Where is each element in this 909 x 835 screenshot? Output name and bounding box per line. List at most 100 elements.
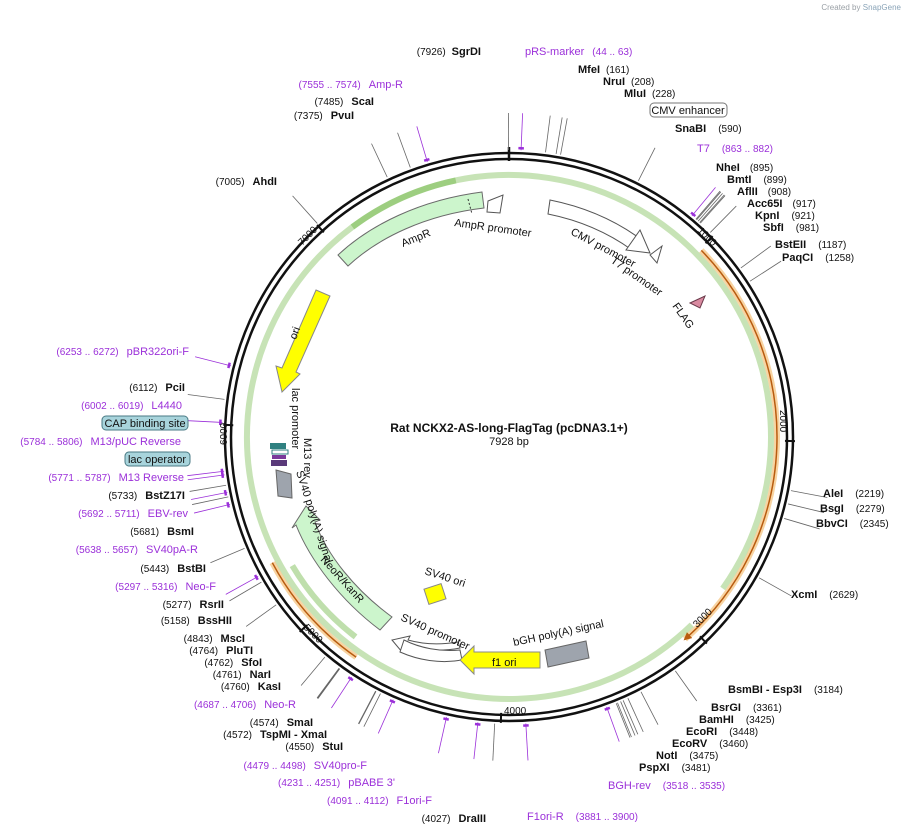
site-nhei: NheI xyxy=(716,162,740,174)
site-leader-21 xyxy=(620,701,636,736)
svg-text:BsrGI(3361): BsrGI(3361) xyxy=(711,702,782,714)
primer-leader-0 xyxy=(520,113,524,151)
svg-text:(4574)SmaI: (4574)SmaI xyxy=(250,717,313,729)
svg-text:AflII(908): AflII(908) xyxy=(737,186,791,198)
site-leader-16 xyxy=(758,577,792,597)
primer-mark-5 xyxy=(443,717,450,721)
tick-label-1000: 1000 xyxy=(695,225,719,249)
site-bamhi: BamHI xyxy=(699,714,734,726)
primer-mark-12 xyxy=(220,468,224,475)
site-leader-41 xyxy=(397,132,411,168)
cap-binding-site-label: CAP binding site xyxy=(104,418,185,430)
svg-text:PspXI(3481): PspXI(3481) xyxy=(639,762,710,774)
site-bsshii: BssHII xyxy=(198,615,232,627)
tick-7000 xyxy=(316,224,325,234)
neor-orf-arc-halo xyxy=(289,564,358,640)
credit-prefix: Created by xyxy=(821,3,861,12)
site-pcii: PciI xyxy=(165,382,185,394)
svg-text:(4027)DraIII: (4027)DraIII xyxy=(422,813,486,825)
site-leader-11 xyxy=(740,245,772,269)
primer-mark-9 xyxy=(226,501,230,508)
svg-text:(4479 .. 4498)SV40pro-F: (4479 .. 4498)SV40pro-F xyxy=(244,760,368,772)
flag-tag-arrow xyxy=(688,295,706,309)
svg-text:BsgI(2279): BsgI(2279) xyxy=(820,503,885,515)
flag-label: FLAG xyxy=(670,301,696,331)
svg-text:(7485)ScaI: (7485)ScaI xyxy=(314,96,374,108)
site-sbfi: SbfI xyxy=(763,222,784,234)
site-leader-23 xyxy=(615,703,631,738)
svg-text:(4761)NarI: (4761)NarI xyxy=(213,669,271,681)
site-leader-26 xyxy=(358,691,377,725)
primer-marks xyxy=(218,146,697,727)
primer-m13-puc-reverse: M13/pUC Reverse xyxy=(91,436,181,448)
svg-text:(5638 .. 5657)SV40pA-R: (5638 .. 5657)SV40pA-R xyxy=(76,544,198,556)
snapgene-logo: SnapGene xyxy=(862,3,901,12)
site-aflii: AflII xyxy=(737,186,758,198)
plasmid-name: Rat NCKX2-AS-long-FlagTag (pcDNA3.1+) xyxy=(390,421,627,435)
primer-leader-6 xyxy=(377,699,394,734)
snapgene-credit: Created by SnapGene xyxy=(821,3,901,12)
site-bstz17i: BstZ17I xyxy=(145,490,185,502)
tick-label-2000: 2000 xyxy=(777,410,788,433)
primer-leader-4 xyxy=(473,722,479,760)
site-bsteii: BstEII xyxy=(775,239,806,251)
primer-leader-9 xyxy=(193,503,231,514)
lac-promoter-label: lac promoter xyxy=(289,388,301,449)
primer-mark-14 xyxy=(227,362,231,369)
site-ecorv: EcoRV xyxy=(672,738,708,750)
bgh-polya-block xyxy=(544,640,590,668)
primer-leader-3 xyxy=(525,723,529,761)
primer-m13-reverse: M13 Reverse xyxy=(119,472,184,484)
site-leader-2 xyxy=(555,117,563,154)
svg-text:(4762)SfoI: (4762)SfoI xyxy=(204,657,262,669)
primer-mark-8 xyxy=(253,574,259,581)
primer-amp-r: Amp-R xyxy=(369,79,403,91)
tick-3000 xyxy=(699,635,708,645)
site-leader-24 xyxy=(492,723,496,761)
site-leader-9 xyxy=(700,195,726,224)
site-pos: (7926) xyxy=(417,47,446,58)
site-leader-18 xyxy=(640,691,659,725)
primer-t7: T7 xyxy=(697,143,710,155)
site-leader-36 xyxy=(192,496,229,505)
site-smai: SmaI xyxy=(287,717,313,729)
site-leader-6 xyxy=(696,191,722,221)
ampr-arrow xyxy=(337,191,485,267)
svg-text:BmtI(899): BmtI(899) xyxy=(727,174,787,186)
site-pluti: PluTI xyxy=(226,645,253,657)
site-mfei: MfeI xyxy=(578,64,600,76)
site-msci: MscI xyxy=(221,633,245,645)
primer-pbr322ori-f: pBR322ori-F xyxy=(127,346,190,358)
site-ecori: EcoRI xyxy=(686,726,717,738)
site-leader-20 xyxy=(622,700,639,735)
svg-text:F1ori-R(3881 .. 3900): F1ori-R(3881 .. 3900) xyxy=(527,811,638,823)
plasmid-length: 7928 bp xyxy=(489,436,529,448)
label-leaders xyxy=(185,112,828,761)
ori-label: ori xyxy=(288,325,303,341)
site-scai: ScaI xyxy=(351,96,374,108)
svg-text:SnaBI(590): SnaBI(590) xyxy=(675,123,742,135)
lac-promoter-block xyxy=(270,443,286,449)
site-leader-22 xyxy=(617,702,632,738)
svg-text:BsmBI - Esp3I(3184): BsmBI - Esp3I(3184) xyxy=(728,684,843,696)
site-bsgi: BsgI xyxy=(820,503,844,515)
site-leader-10 xyxy=(710,205,737,233)
primer-l4440: L4440 xyxy=(151,400,182,412)
site-leader-12 xyxy=(749,260,782,282)
features-inner xyxy=(270,191,706,676)
site-bsmbi-esp3i: BsmBI - Esp3I xyxy=(728,684,802,696)
svg-text:T7(863 .. 882): T7(863 .. 882) xyxy=(697,143,773,155)
insert-orf-arc xyxy=(683,249,778,641)
site-snabi: SnaBI xyxy=(675,123,706,135)
site-leader-31 xyxy=(316,667,340,699)
svg-text:(4764)PluTI: (4764)PluTI xyxy=(189,645,253,657)
site-bsmi: BsmI xyxy=(167,526,194,538)
svg-text:(6112)PciI: (6112)PciI xyxy=(129,382,185,394)
site-leader-1 xyxy=(545,115,551,153)
site-leader-30 xyxy=(317,668,340,699)
svg-text:(4231 .. 4251)pBABE 3': (4231 .. 4251)pBABE 3' xyxy=(278,777,395,789)
f1-ori-arrow xyxy=(459,644,541,676)
ampr-promoter-label: AmpR promoter xyxy=(454,217,533,240)
neor-arrow xyxy=(291,505,393,631)
